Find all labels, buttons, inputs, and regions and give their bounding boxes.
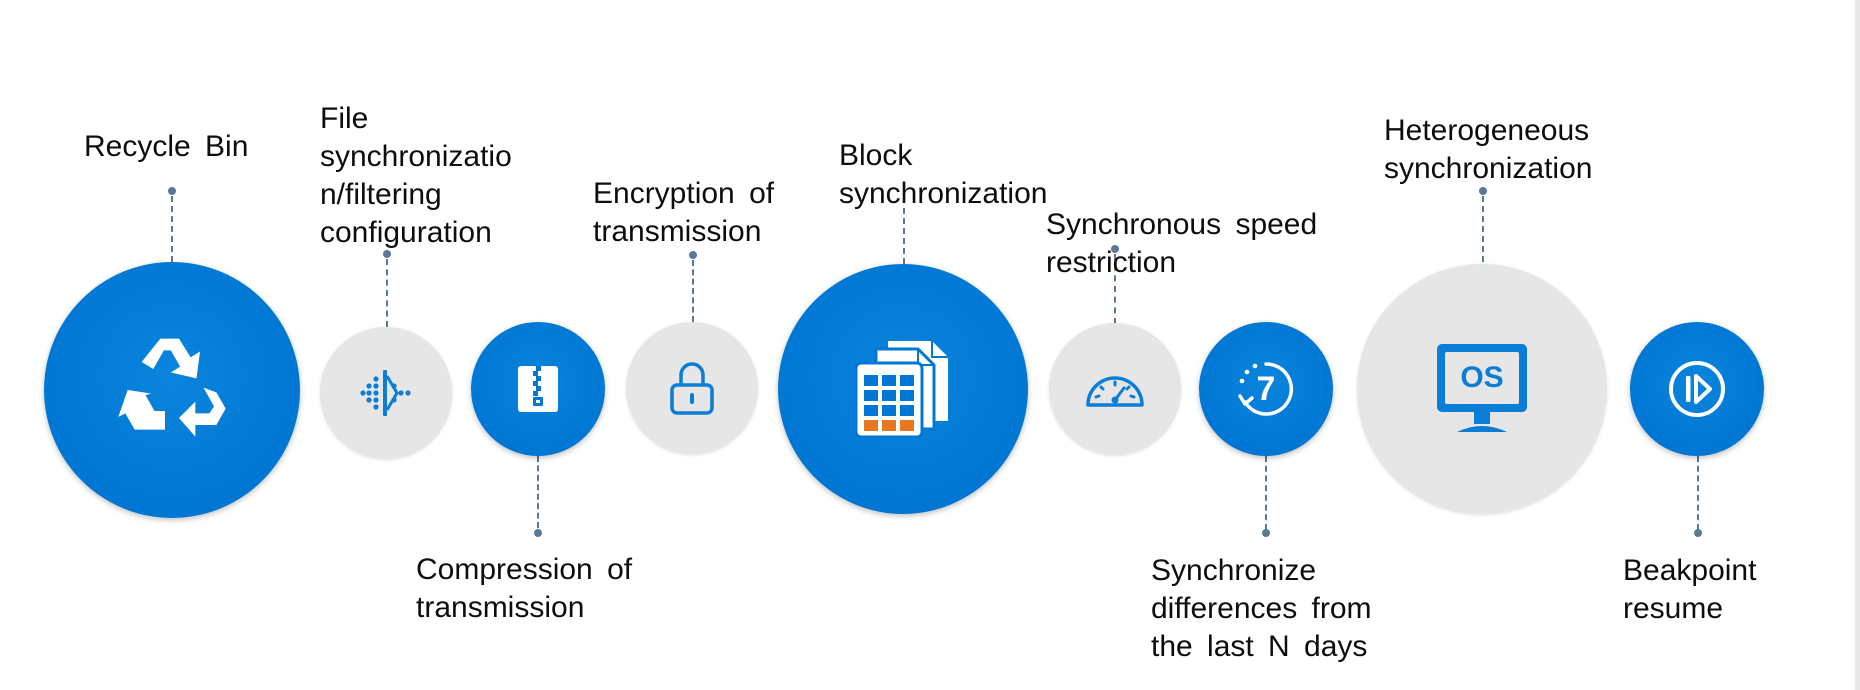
connector <box>903 208 905 264</box>
connector <box>1114 254 1116 324</box>
feature-block-sync <box>778 264 1028 514</box>
connector-dot <box>534 529 542 537</box>
speedometer-icon <box>1084 369 1146 409</box>
feature-compression <box>471 322 605 456</box>
connector <box>171 196 173 262</box>
connector-dot <box>383 250 391 258</box>
label-compression: Compression of transmission <box>416 553 633 624</box>
connector-dot <box>689 251 697 259</box>
connector <box>537 456 539 528</box>
os-monitor-icon: OS <box>1435 342 1529 436</box>
connector <box>1482 196 1484 262</box>
label-breakpoint-resume: Beakpoint resume <box>1623 554 1757 625</box>
label-heterogeneous: Heterogeneous synchronization <box>1384 114 1593 185</box>
label-speed-restriction: Synchronous speed restriction <box>1046 208 1318 279</box>
connector <box>692 260 694 322</box>
connector-dot <box>1111 245 1119 253</box>
feature-heterogeneous: OS <box>1357 264 1607 514</box>
feature-recycle-bin <box>44 262 300 518</box>
feature-last-n-days: 7 <box>1199 322 1333 456</box>
connector <box>386 259 388 327</box>
history-seven-number: 7 <box>1256 370 1276 408</box>
connector <box>1265 456 1267 530</box>
connector-dot <box>1694 529 1702 537</box>
right-edge-strip <box>1855 0 1860 690</box>
lock-icon <box>669 361 715 415</box>
resume-icon <box>1667 359 1727 419</box>
feature-breakpoint-resume <box>1630 322 1764 456</box>
label-recycle-bin: Recycle Bin <box>84 130 249 163</box>
block-documents-icon <box>854 339 952 439</box>
label-last-n-days: Synchronize differences from the last N … <box>1151 554 1372 663</box>
label-block-sync: Block synchronization <box>839 139 1048 210</box>
os-label: OS <box>1460 361 1504 394</box>
connector-dot <box>168 187 176 195</box>
feature-encryption <box>626 322 758 454</box>
zip-file-icon <box>516 364 560 414</box>
connector-dot <box>1262 529 1270 537</box>
label-encryption: Encryption of transmission <box>593 177 775 248</box>
feature-speed-restriction <box>1049 323 1181 455</box>
feature-file-sync-filter <box>320 327 452 459</box>
connector-dot <box>1479 187 1487 195</box>
recycle-icon <box>113 334 231 446</box>
filter-sync-icon <box>357 368 415 418</box>
history-seven-icon: 7 <box>1237 360 1295 418</box>
label-file-sync-filter: File synchronizatio n/filtering configur… <box>320 102 512 249</box>
connector <box>1697 456 1699 530</box>
